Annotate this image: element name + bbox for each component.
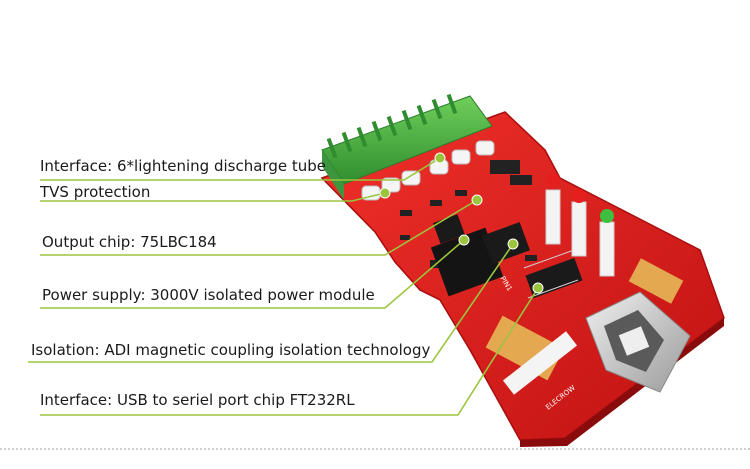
led-standoff-1 bbox=[545, 189, 561, 245]
label-power-supply: Power supply: 3000V isolated power modul… bbox=[42, 286, 375, 304]
callout-dot-tvs bbox=[379, 187, 391, 199]
label-tvs-protection: TVS protection bbox=[40, 183, 151, 201]
led-red-1 bbox=[546, 173, 560, 187]
callout-dot-isolation bbox=[507, 238, 519, 250]
callout-dot-usb bbox=[532, 282, 544, 294]
bottom-dotted-divider bbox=[0, 448, 750, 450]
discharge-tubes bbox=[361, 140, 495, 201]
callout-dot-output bbox=[471, 194, 483, 206]
output-chip-75lbc184 bbox=[482, 222, 530, 264]
label-output-chip: Output chip: 75LBC184 bbox=[42, 233, 217, 251]
callout-line-isolation bbox=[28, 243, 514, 363]
callout-dot-power bbox=[458, 234, 470, 246]
usb-tongue bbox=[618, 326, 650, 356]
ft232rl-pins bbox=[523, 249, 579, 299]
label-usb-interface: Interface: USB to seriel port chip FT232… bbox=[40, 391, 355, 409]
led-green bbox=[600, 209, 614, 223]
callout-dots bbox=[379, 152, 544, 294]
terminal-front bbox=[322, 150, 344, 200]
isolated-power-module bbox=[430, 227, 504, 297]
label-isolation: Isolation: ADI magnetic coupling isolati… bbox=[31, 341, 431, 359]
callout-line-power bbox=[40, 239, 465, 309]
callout-dot-lightning bbox=[434, 152, 446, 164]
label-lightning-interface: Interface: 6*lightening discharge tube bbox=[40, 157, 326, 175]
callout-lines bbox=[28, 157, 539, 416]
callout-line-usb bbox=[40, 287, 539, 416]
callout-line-output bbox=[40, 199, 478, 256]
led-indicators bbox=[545, 173, 615, 277]
terminal-block bbox=[321, 93, 493, 200]
led-standoff-3 bbox=[599, 221, 615, 277]
led-red-2 bbox=[572, 189, 586, 203]
usb-b-connector bbox=[585, 291, 691, 393]
silkscreen-strip bbox=[502, 331, 578, 395]
gold-pad-right bbox=[628, 258, 684, 304]
callout-line-lightning bbox=[40, 157, 441, 181]
led-standoff-2 bbox=[571, 201, 587, 257]
callout-line-tvs bbox=[40, 192, 386, 202]
terminal-ribs bbox=[326, 93, 458, 159]
